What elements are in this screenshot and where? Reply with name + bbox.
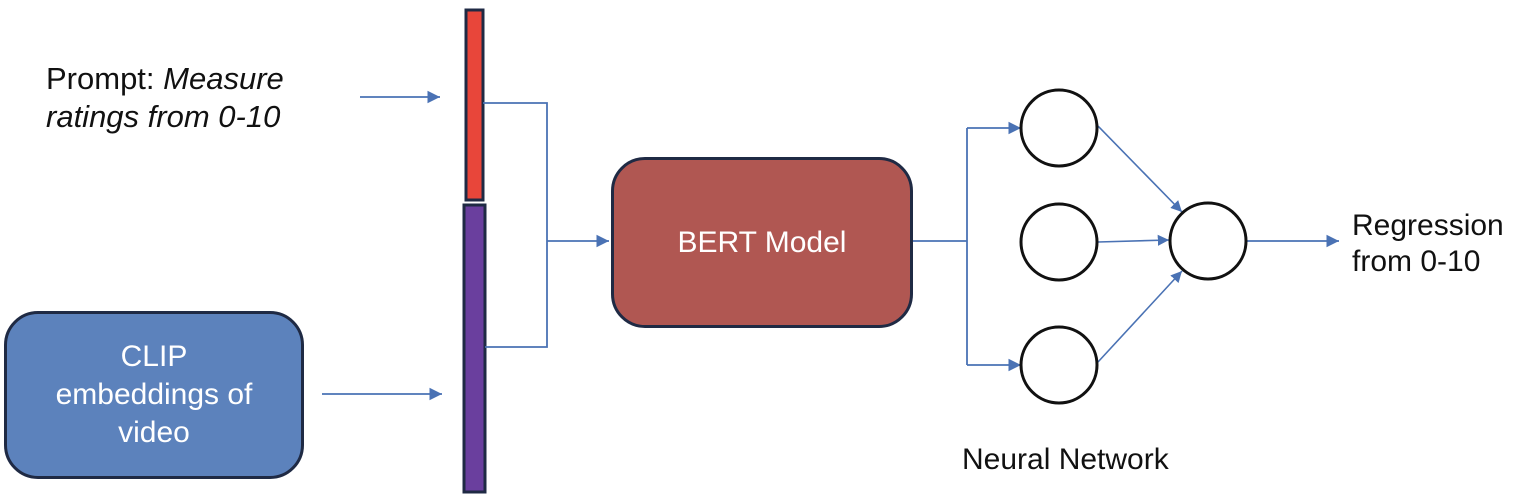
bert-model-box: BERT Model [611, 157, 913, 328]
hidden-1-to-output-arrow [1097, 125, 1183, 213]
bert-model-label: BERT Model [677, 225, 847, 259]
regression-line2: from 0-10 [1352, 245, 1481, 278]
clip-embeddings-box: CLIP embeddings of video [4, 311, 304, 479]
clip-box-line1: CLIP [120, 340, 188, 373]
embedding-bar-connector [485, 241, 548, 348]
hidden-2-to-output-arrow [1097, 234, 1170, 246]
output-node [1168, 201, 1248, 281]
prompt-label: Prompt: Measure ratings from 0-10 [46, 60, 284, 136]
hidden-node-2 [1019, 202, 1099, 282]
prompt-emphasis-2: ratings from 0-10 [46, 99, 281, 134]
neural-network-label: Neural Network [962, 443, 1169, 476]
prompt-label-line1: Prompt: Measure [46, 60, 284, 98]
regression-output-label: Regression from 0-10 [1352, 208, 1517, 280]
hidden-node-3 [1019, 325, 1099, 405]
prompt-bar-connector [483, 102, 548, 241]
clip-box-line2: embeddings of [55, 378, 253, 411]
regression-line1: Regression [1352, 209, 1504, 242]
video-embedding-bar [462, 203, 487, 494]
prompt-emphasis-1: Measure [163, 61, 284, 96]
hidden-node-1 [1019, 88, 1099, 168]
prompt-token-bar [464, 8, 485, 202]
clip-box-line3: video [118, 416, 190, 449]
prompt-prefix: Prompt: [46, 61, 164, 96]
hidden-3-to-output-arrow [1097, 270, 1183, 363]
